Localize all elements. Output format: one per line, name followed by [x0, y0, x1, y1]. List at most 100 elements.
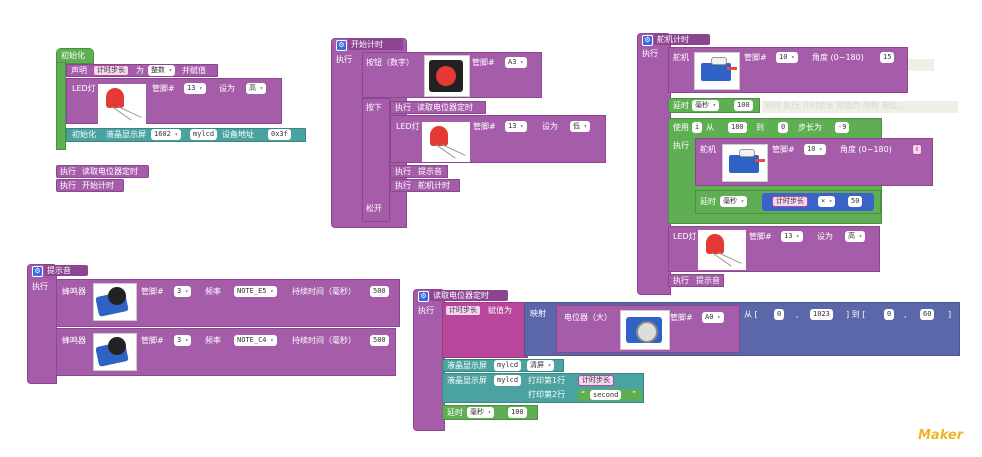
call-tone[interactable]	[390, 165, 448, 178]
buzzer2-label: 蜂鸣器	[62, 336, 86, 345]
loose-call-start-timer[interactable]	[56, 179, 124, 192]
servo1-angle-field[interactable]: 15	[880, 52, 895, 63]
init-block[interactable]: 初始化 声明 计时步长 为 整数 并赋值 LED灯 管脚# 13 设为 高 初始…	[56, 48, 308, 150]
map-to-sep: ,	[904, 310, 907, 319]
lcd-addr-field[interactable]: 0x3f	[268, 129, 291, 140]
start-led-label: LED灯	[396, 122, 420, 131]
map-to-low-field[interactable]: 0	[884, 309, 895, 320]
print-row1-var[interactable]: 计时步长	[578, 375, 614, 386]
assign-block[interactable]	[442, 302, 528, 358]
servo-call-tone-exec: 执行	[673, 276, 689, 285]
button-pin-dropdown[interactable]: A3	[505, 57, 527, 68]
declare-type-dropdown[interactable]: 整数	[148, 65, 176, 76]
pot-pin-label: 管脚#	[670, 313, 693, 322]
read-pot-title[interactable]: 读取电位器定时	[433, 291, 489, 300]
call-tone-name: 提示音	[418, 167, 442, 176]
loose-call-exec-label: 执行	[60, 167, 76, 176]
delay-unit-dropdown[interactable]: 毫秒	[692, 100, 720, 111]
for-exec-label: 执行	[673, 141, 689, 150]
lcd-name-field[interactable]: mylcd	[190, 129, 218, 140]
inner-delay-var[interactable]: 计时步长	[772, 196, 808, 207]
start-led-pin-dropdown[interactable]: 13	[505, 121, 527, 132]
assign-label: 赋值为	[488, 306, 512, 315]
start-timer-title[interactable]: 开始计时	[351, 40, 383, 49]
buzzer2-note-dropdown[interactable]: NOTE_C4	[234, 335, 277, 346]
for-from-field[interactable]: 180	[728, 122, 747, 133]
init-hat[interactable]	[56, 48, 94, 64]
call-servo-timer[interactable]	[390, 179, 460, 192]
inner-delay-unit-dropdown[interactable]: 毫秒	[720, 196, 748, 207]
declare-label: 声明	[71, 66, 87, 75]
gear-icon[interactable]: ⚙	[642, 35, 653, 46]
servo2-pin-dropdown[interactable]: 10	[804, 144, 826, 155]
servo1-pin-dropdown[interactable]: 10	[776, 52, 798, 63]
map-to-high-field[interactable]: 60	[920, 309, 935, 320]
print-row2-text-field[interactable]: second	[590, 390, 622, 400]
tone-proc[interactable]	[27, 264, 57, 384]
lcd-print-label: 液晶显示屏	[447, 376, 487, 385]
declare-var-name[interactable]: 计时步长	[93, 65, 129, 76]
read-pot-delay-value-field[interactable]: 100	[508, 407, 527, 418]
lcd-clear-label: 液晶显示屏	[447, 361, 487, 370]
call-read-pot[interactable]	[390, 101, 486, 114]
buzzer2-pin-dropdown[interactable]: 3	[174, 335, 192, 346]
call-read-pot-exec: 执行	[395, 103, 411, 112]
for-to-field[interactable]: 0	[778, 122, 789, 133]
start-led-set-label: 设为	[542, 122, 558, 131]
multiply-op-dropdown[interactable]: ×	[818, 196, 836, 207]
gear-icon[interactable]: ⚙	[32, 266, 43, 277]
servo-call-tone-name: 提示音	[696, 276, 720, 285]
start-led-value-dropdown[interactable]: 低	[570, 121, 591, 132]
servo-timer-proc[interactable]	[637, 33, 671, 295]
for-step-field[interactable]: -9	[835, 122, 850, 133]
pot-pin-dropdown[interactable]: A0	[702, 312, 724, 323]
read-pot-delay-unit-dropdown[interactable]: 毫秒	[467, 407, 495, 418]
lcd-print-name-field[interactable]: mylcd	[494, 375, 522, 386]
delay-value-field[interactable]: 100	[734, 100, 753, 111]
tone-exec-label: 执行	[32, 282, 48, 291]
for-var-field[interactable]: i	[692, 122, 703, 133]
servo-led-value-dropdown[interactable]: 高	[845, 231, 866, 242]
print-row1-label: 打印第1行	[528, 376, 566, 385]
lcd-model-dropdown[interactable]: 1602	[151, 129, 182, 140]
buzzer1-note-dropdown[interactable]: NOTE_E5	[234, 286, 277, 297]
map-from-sep: ,	[796, 310, 799, 319]
map-label: 映射	[530, 309, 546, 318]
loose-call-exec-label-2: 执行	[60, 181, 76, 190]
lcd-clear-name-field[interactable]: mylcd	[494, 360, 522, 371]
print-row2-label: 打印第2行	[528, 390, 566, 399]
init-led-pin-dropdown[interactable]: 13	[184, 83, 206, 94]
gear-icon[interactable]: ⚙	[336, 40, 347, 51]
loose-call-read-pot[interactable]	[56, 165, 149, 178]
servo-call-tone[interactable]	[668, 274, 724, 287]
gear-icon[interactable]: ⚙	[418, 291, 429, 302]
init-led-label: LED灯	[72, 84, 96, 93]
buzzer1-duration-field[interactable]: 500	[370, 286, 389, 297]
servo-led-pin-dropdown[interactable]: 13	[781, 231, 803, 242]
servo2-pin-label: 管脚#	[772, 145, 795, 154]
map-to-label: ] 到 [	[846, 310, 866, 319]
map-from-high-field[interactable]: 1023	[810, 309, 833, 320]
lcd-init-label: 初始化	[72, 130, 96, 139]
init-led-set-label: 设为	[219, 84, 235, 93]
assign-var[interactable]: 计时步长	[445, 305, 481, 316]
buzzer1-pin-dropdown[interactable]: 3	[174, 286, 192, 297]
lcd-init-block[interactable]	[66, 128, 306, 142]
multiply-value-field[interactable]: 50	[848, 196, 863, 207]
servo2-angle-var[interactable]: i	[912, 144, 922, 155]
declare-as-label: 为	[136, 66, 144, 75]
buzzer2-duration-field[interactable]: 500	[370, 335, 389, 346]
servo-timer-title[interactable]: 舵机计时	[657, 35, 689, 44]
buzzer1-freq-label: 频率	[205, 287, 221, 296]
tone-title[interactable]: 提示音	[47, 266, 71, 275]
read-pot-exec-label: 执行	[418, 306, 434, 315]
servo-led-pin-label: 管脚#	[749, 232, 772, 241]
pressed-label: 按下	[366, 103, 382, 112]
maker-logo: Maker	[918, 428, 964, 443]
ghost-block-text: 延时 执行 计时步长 除值为 除数 电位...	[762, 101, 958, 113]
servo2-label: 舵机	[700, 145, 716, 154]
init-led-value-dropdown[interactable]: 高	[246, 83, 267, 94]
read-pot-proc[interactable]	[413, 289, 445, 431]
map-from-low-field[interactable]: 0	[774, 309, 785, 320]
lcd-clear-dropdown[interactable]: 清屏	[527, 360, 555, 371]
